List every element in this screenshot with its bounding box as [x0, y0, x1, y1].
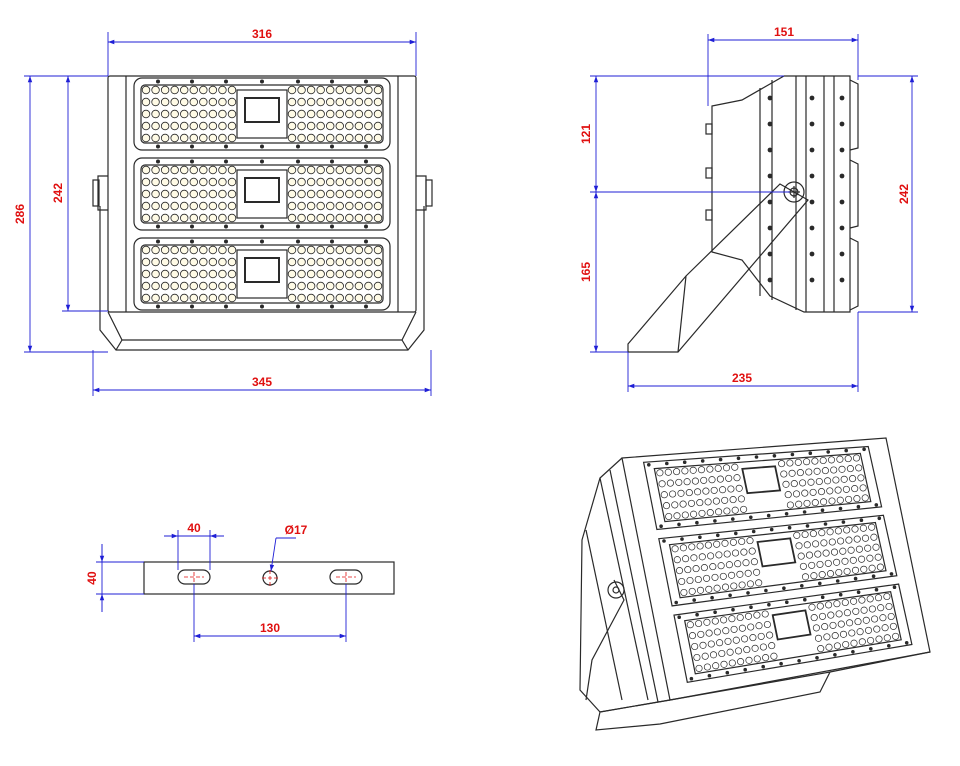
dim-side-depth-top: 151 [774, 25, 794, 39]
side-bracket-arm [627, 183, 809, 353]
side-view [627, 75, 859, 353]
dim-side-upper-height: 121 [579, 124, 593, 144]
iso-module-2 [658, 514, 898, 607]
bracket-centerlines [184, 570, 356, 586]
front-module-1 [133, 77, 391, 151]
front-led-modules [133, 77, 391, 311]
dim-side-body-height: 242 [897, 184, 911, 204]
iso-base [595, 671, 832, 731]
bracket-dimensions [96, 530, 347, 642]
iso-pivot [607, 581, 625, 599]
dim-front-width-top: 316 [252, 27, 272, 41]
front-base [107, 311, 417, 341]
front-module-3 [133, 237, 391, 311]
dim-bracket-height: 40 [85, 571, 99, 585]
dim-side-lower-height: 165 [579, 262, 593, 282]
bracket-plate [143, 561, 395, 595]
front-bracket-right [416, 175, 427, 211]
dim-front-height-body: 242 [51, 183, 65, 203]
iso-led-modules [642, 445, 913, 683]
front-bracket-left [97, 175, 108, 211]
isometric-view [579, 437, 931, 731]
side-dimensions [590, 34, 918, 392]
front-view [92, 75, 433, 351]
iso-module-3 [673, 583, 913, 683]
iso-module-1 [642, 445, 883, 531]
side-heatsink [711, 75, 851, 313]
front-module-2 [133, 157, 391, 231]
dim-bracket-slot-width: 40 [187, 521, 201, 535]
front-dimensions [24, 32, 432, 396]
dim-front-height-total: 286 [13, 204, 27, 224]
dim-side-base-length: 235 [732, 371, 752, 385]
dim-bracket-slot-spacing: 130 [260, 621, 280, 635]
front-housing [107, 75, 417, 313]
dim-front-width-bottom: 345 [252, 375, 272, 389]
dim-bracket-hole-diameter: Ø17 [285, 523, 308, 537]
iso-side-face [579, 457, 671, 713]
